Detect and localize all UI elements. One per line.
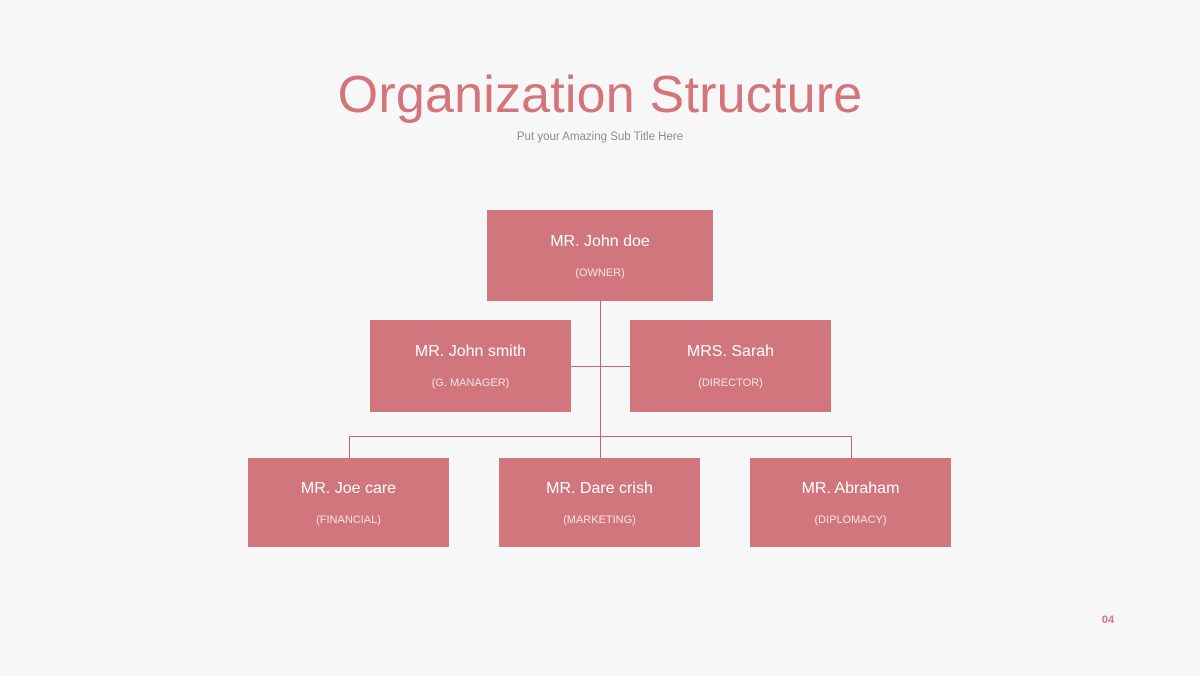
org-node-role: (OWNER)	[575, 266, 625, 279]
connector-level3-bar	[349, 436, 852, 437]
org-node-name: MRS. Sarah	[686, 343, 775, 360]
org-node-name: MR. Abraham	[801, 479, 900, 497]
connector-level2-horizontal	[570, 366, 631, 367]
org-node-director[interactable]: MRS. Sarah (DIRECTOR)	[630, 320, 831, 412]
org-node-role: (FINANCIAL)	[316, 513, 381, 526]
connector-drop-diplomacy	[851, 436, 852, 459]
page-title: Organization Structure	[337, 66, 863, 124]
page-subtitle: Put your Amazing Sub Title Here	[516, 131, 684, 143]
org-node-role: (G. MANAGER)	[431, 377, 510, 389]
org-node-name: MR. Joe care	[300, 479, 397, 497]
org-node-marketing[interactable]: MR. Dare crish (MARKETING)	[499, 458, 700, 547]
org-node-financial[interactable]: MR. Joe care (FINANCIAL)	[248, 458, 449, 547]
org-node-name: MR. John smith	[414, 343, 527, 360]
org-node-owner[interactable]: MR. John doe (OWNER)	[487, 210, 713, 301]
org-node-diplomacy[interactable]: MR. Abraham (DIPLOMACY)	[750, 458, 951, 547]
connector-drop-financial	[349, 436, 350, 459]
org-node-role: (DIRECTOR)	[698, 377, 763, 389]
org-node-role: (DIPLOMACY)	[814, 513, 887, 526]
org-node-name: MR. Dare crish	[546, 479, 653, 497]
org-node-name: MR. John doe	[550, 232, 650, 250]
connector-trunk-vertical	[600, 301, 601, 460]
org-node-general-manager[interactable]: MR. John smith (G. MANAGER)	[370, 320, 571, 412]
org-node-role: (MARKETING)	[563, 513, 636, 526]
page-number: 04	[1101, 614, 1115, 626]
